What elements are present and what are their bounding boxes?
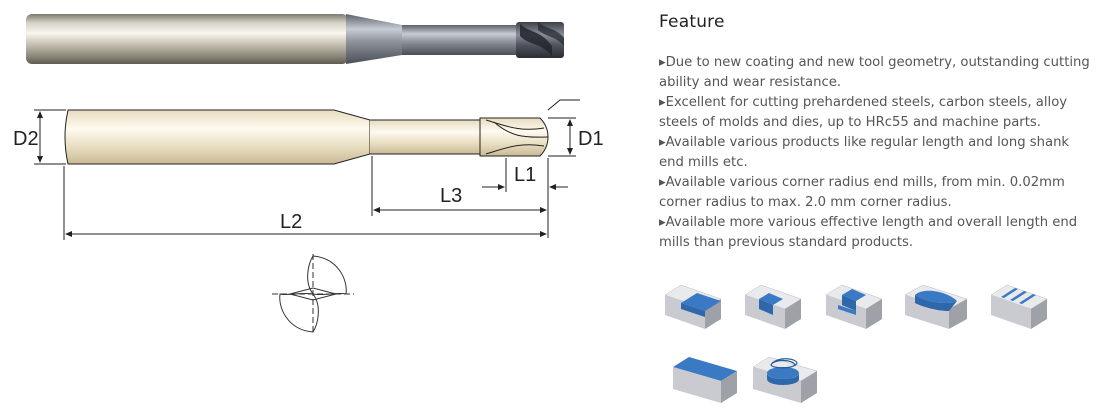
application-icons [659,275,1099,411]
drawing-neck [370,119,481,155]
feature-panel: Feature ▸Due to new coating and new tool… [659,0,1099,411]
slotting-icon [744,284,802,329]
label-l3: L3 [440,185,462,207]
feature-item: ▸Available more various effective length… [659,215,1078,250]
feature-item: ▸Excellent for cutting prehardened steel… [659,95,1068,130]
feature-item: ▸Due to new coating and new tool geometr… [659,55,1090,90]
pocketing-icon [825,284,883,329]
product-illustration-panel: D2 D1 L1 L3 L2 [13,14,604,334]
face-milling-icon [673,357,737,403]
feature-title: Feature [659,12,725,32]
label-l1: L1 [514,164,536,186]
label-d1: D1 [578,128,604,150]
end-mill-dimension-drawing: D2 D1 L1 L3 L2 [13,99,604,240]
shoulder-milling-icon [664,284,722,329]
drawing-shank [64,109,371,165]
flute-cross-section [272,254,354,334]
multi-slot-icon [990,284,1048,329]
helical-milling-icon [752,356,818,403]
label-l2: L2 [280,211,302,233]
feature-list: ▸Due to new coating and new tool geometr… [659,53,1091,253]
feature-item: ▸Available various products like regular… [659,135,1070,170]
profiling-icon [904,284,968,329]
end-mill-photo [26,14,564,64]
feature-item: ▸Available various corner radius end mil… [659,175,1065,210]
label-d2: D2 [13,128,39,150]
